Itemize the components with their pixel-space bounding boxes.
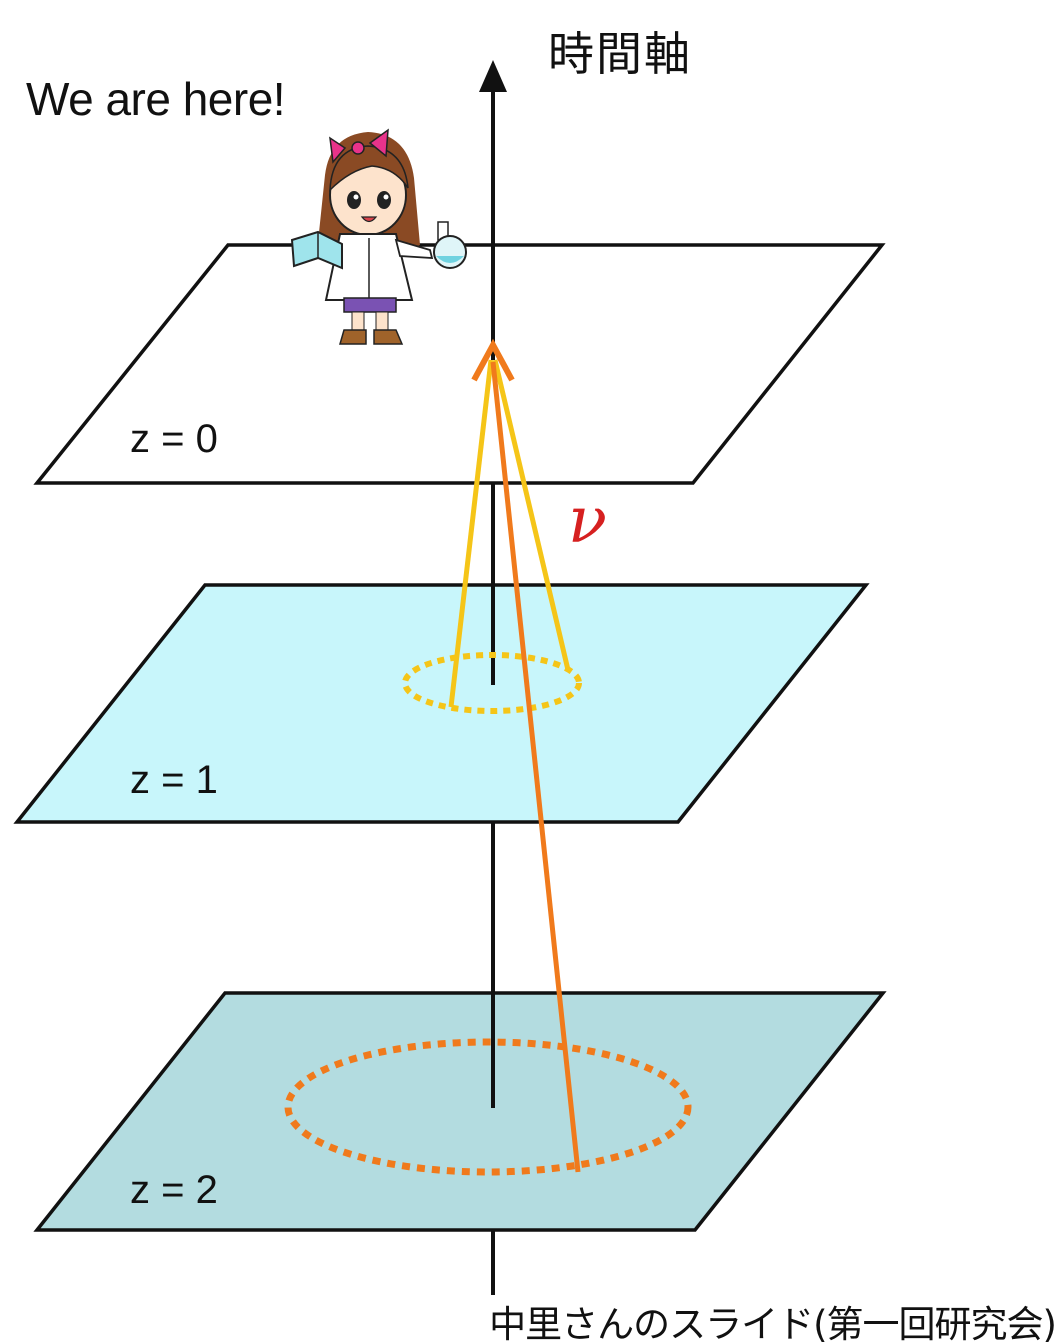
slide-credit: 中里さんのスライド(第一回研究会) (489, 1303, 1057, 1344)
neutrino-symbol: ν (568, 484, 607, 558)
time-axis-arrowhead (479, 60, 507, 92)
yellow-ray-left (448, 359, 494, 708)
plane-label-z2: z = 2 (130, 1168, 218, 1212)
girl-scientist-icon (290, 128, 467, 345)
orange-ray (490, 361, 581, 1173)
plane-label-z0: z = 0 (130, 417, 218, 461)
time-axis-label: 時間軸 (548, 27, 692, 81)
plane-label-z1: z = 1 (130, 758, 218, 802)
ray-arrowhead (471, 338, 515, 382)
yellow-dotted-ellipse (402, 652, 582, 714)
orange-dotted-ellipse (284, 1038, 692, 1176)
yellow-ray-right (492, 359, 571, 671)
plane-z2 (33, 991, 887, 1232)
plane-z0 (33, 243, 886, 485)
we-are-here-label: We are here! (26, 73, 286, 125)
